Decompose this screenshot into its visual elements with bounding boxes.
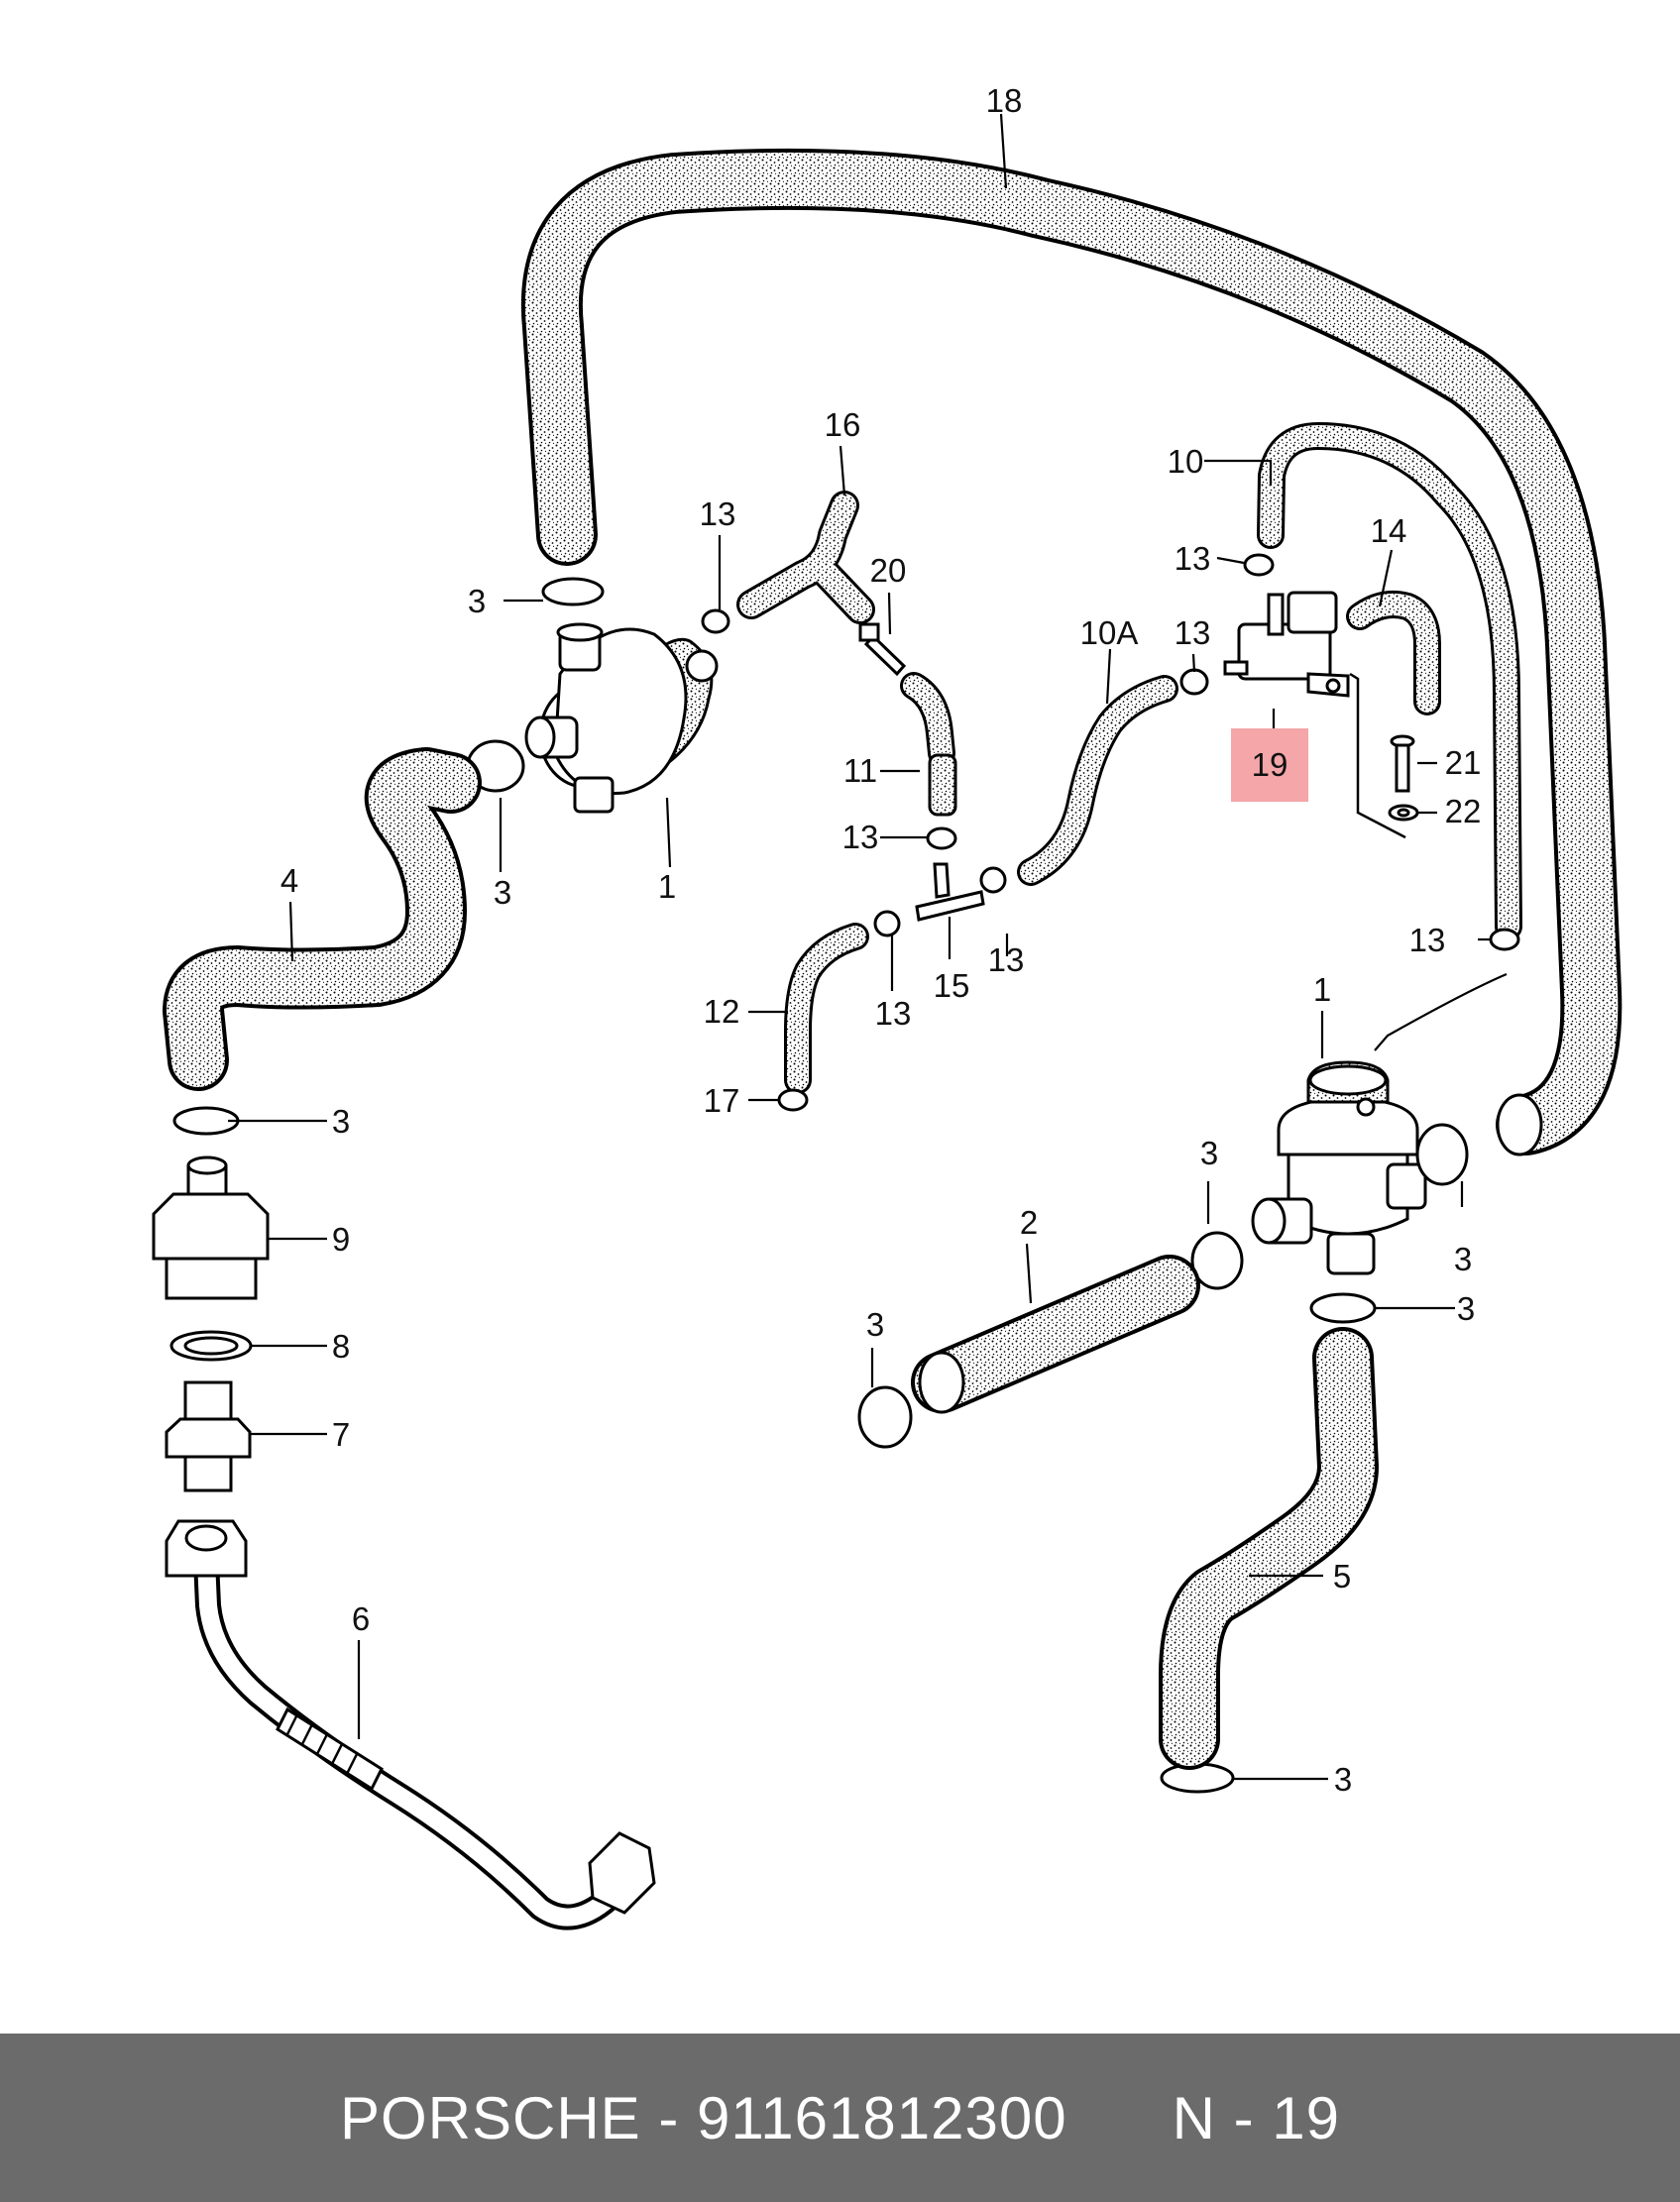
clip-3-lower xyxy=(857,1123,1469,1794)
valve-19 xyxy=(1223,591,1350,698)
part-number: 91161812300 xyxy=(697,2084,1067,2151)
hose-4 xyxy=(163,747,482,1091)
washer-8 xyxy=(169,1330,253,1362)
callout-11: 11 xyxy=(843,752,877,789)
callout-12: 12 xyxy=(704,993,740,1030)
callout-3-lower-valve-right: 3 xyxy=(1454,1241,1472,1277)
parts-diagram: 18 16 10 13 14 20 10A 13 13 3 19 21 22 1… xyxy=(152,82,1623,1930)
hose-18 xyxy=(520,148,1623,1156)
callout-19: 19 xyxy=(1252,746,1288,783)
callout-13-tee-right: 13 xyxy=(988,941,1025,978)
hose-10 xyxy=(1257,422,1522,940)
callout-17: 17 xyxy=(704,1082,740,1119)
callout-10A: 10A xyxy=(1080,614,1139,651)
pipe-6 xyxy=(165,1519,656,1930)
callout-14: 14 xyxy=(1371,512,1407,549)
callout-16: 16 xyxy=(825,406,861,443)
footer-text: PORSCHE - 91161812300 N - 19 xyxy=(340,2084,1340,2152)
footer-bar: PORSCHE - 91161812300 N - 19 xyxy=(0,2034,1680,2202)
callout-1-lower: 1 xyxy=(1313,971,1331,1008)
position-label: N - 19 xyxy=(1172,2084,1341,2151)
callout-4: 4 xyxy=(280,862,298,899)
callout-3-lower-valve-left: 3 xyxy=(1200,1135,1218,1171)
callout-21: 21 xyxy=(1445,744,1482,781)
washer-22 xyxy=(1388,804,1419,822)
callout-3-hose-2: 3 xyxy=(866,1306,884,1343)
callout-15: 15 xyxy=(934,967,970,1004)
hose-5 xyxy=(1159,1327,1379,1770)
valve-1-upper xyxy=(524,622,719,814)
highlight-box-19 xyxy=(1231,728,1308,802)
callout-13-left-upper: 13 xyxy=(700,495,736,532)
footer-separator: - xyxy=(658,2084,680,2151)
callout-7: 7 xyxy=(332,1416,350,1453)
callout-6: 6 xyxy=(352,1600,370,1637)
callout-13-near-19: 13 xyxy=(1175,614,1211,651)
mount-line-19 xyxy=(1349,672,1406,839)
callout-labels: 18 16 10 13 14 20 10A 13 13 3 19 21 22 1… xyxy=(280,82,1482,1798)
valve-1-lower xyxy=(1251,1060,1427,1275)
callout-3-lower-valve-bottom: 3 xyxy=(1457,1290,1475,1327)
callout-13-tee-left: 13 xyxy=(875,995,912,1032)
callout-3-bottom: 3 xyxy=(1334,1761,1352,1798)
hose-11 xyxy=(858,622,957,817)
callout-13-mid: 13 xyxy=(842,819,879,855)
callout-22: 22 xyxy=(1445,793,1482,829)
nipple-7 xyxy=(165,1380,252,1492)
callout-20: 20 xyxy=(870,552,907,589)
callout-3-upper-mid: 3 xyxy=(494,874,511,911)
callout-8: 8 xyxy=(332,1328,350,1365)
callout-3-upper-left: 3 xyxy=(468,583,486,619)
clip-3-upper xyxy=(466,577,605,793)
hose-14 xyxy=(1346,591,1441,716)
callout-10: 10 xyxy=(1168,443,1204,480)
callout-13-top-right: 13 xyxy=(1175,540,1211,577)
brand-name: PORSCHE xyxy=(339,2084,641,2151)
callout-3-left-clip: 3 xyxy=(332,1103,350,1140)
fitting-9 xyxy=(152,1156,270,1300)
t-piece-15 xyxy=(915,862,985,922)
hose-2 xyxy=(911,1255,1200,1414)
leader-lines xyxy=(228,113,1508,1781)
callout-5: 5 xyxy=(1333,1558,1351,1595)
y-piece-16 xyxy=(736,491,875,624)
callout-2: 2 xyxy=(1020,1204,1038,1241)
callout-9: 9 xyxy=(332,1221,350,1258)
callout-18: 18 xyxy=(986,82,1023,119)
hose-10A xyxy=(1017,675,1178,886)
hose-12 xyxy=(784,923,869,1094)
callout-13-right: 13 xyxy=(1409,922,1446,958)
bolt-21 xyxy=(1390,734,1415,793)
callout-1-upper: 1 xyxy=(658,868,676,905)
